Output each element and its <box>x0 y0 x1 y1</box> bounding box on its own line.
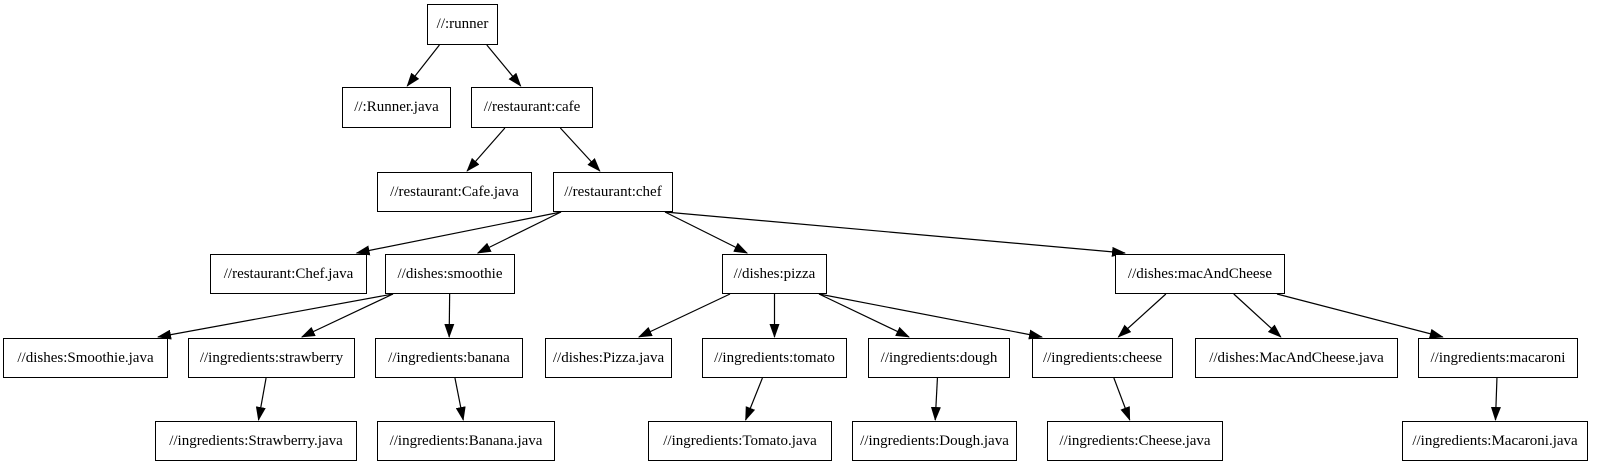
graph-node-macandcheese-java: //dishes:MacAndCheese.java <box>1195 338 1398 378</box>
graph-node-cafe-java: //restaurant:Cafe.java <box>377 172 532 212</box>
node-label-strawberry-java: //ingredients:Strawberry.java <box>169 432 343 449</box>
edge-chef-to-chef-java <box>355 211 562 256</box>
graph-node-runner: //:runner <box>427 4 498 45</box>
graph-node-cafe: //restaurant:cafe <box>471 87 593 128</box>
edge-cheese-to-cheese-java <box>1113 377 1131 421</box>
node-label-runner-java: //:Runner.java <box>354 99 439 115</box>
node-label-chef: //restaurant:chef <box>564 183 662 200</box>
node-label-chef-java: //restaurant:Chef.java <box>223 265 354 282</box>
graph-node-pizza-java: //dishes:Pizza.java <box>545 338 672 378</box>
node-label-smoothie: //dishes:smoothie <box>397 265 503 282</box>
graph-node-macaroni-java: //ingredients:Macaroni.java <box>1402 421 1588 461</box>
node-label-tomato-java: //ingredients:Tomato.java <box>663 432 817 449</box>
edge-strawberry-to-strawberry-java <box>255 377 267 421</box>
node-label-cheese: //ingredients:cheese <box>1042 349 1163 366</box>
graph-node-dough-java: //ingredients:Dough.java <box>852 421 1017 461</box>
node-label-runner: //:runner <box>436 16 489 32</box>
edge-macandcheese-to-macandcheese-java <box>1233 293 1282 338</box>
edge-macandcheese-to-cheese <box>1117 293 1167 338</box>
edge-banana-to-banana-java <box>454 377 466 421</box>
node-label-macandcheese-java: //dishes:MacAndCheese.java <box>1209 349 1384 366</box>
graph-node-chef-java: //restaurant:Chef.java <box>210 254 367 294</box>
node-label-macaroni-java: //ingredients:Macaroni.java <box>1412 432 1578 449</box>
node-label-banana-java: //ingredients:Banana.java <box>389 432 543 449</box>
node-label-pizza-java: //dishes:Pizza.java <box>552 349 665 366</box>
edge-runner-to-runner-java <box>406 44 440 87</box>
graph-node-tomato: //ingredients:tomato <box>702 338 847 378</box>
graph-node-strawberry-java: //ingredients:Strawberry.java <box>155 421 357 461</box>
graph-node-runner-java: //:Runner.java <box>342 87 451 128</box>
graph-node-cheese: //ingredients:cheese <box>1032 338 1173 378</box>
graph-node-macaroni: //ingredients:macaroni <box>1418 338 1578 378</box>
graph-node-strawberry: //ingredients:strawberry <box>188 338 355 378</box>
edge-cafe-to-cafe-java <box>466 127 506 172</box>
node-label-strawberry: //ingredients:strawberry <box>199 349 344 366</box>
edge-cafe-to-chef <box>559 127 601 172</box>
graph-node-banana: //ingredients:banana <box>375 338 523 378</box>
graph-node-chef: //restaurant:chef <box>553 172 673 212</box>
edge-pizza-to-dough <box>818 293 910 338</box>
edge-chef-to-smoothie <box>476 211 562 254</box>
node-label-macandcheese: //dishes:macAndCheese <box>1127 265 1273 282</box>
graph-node-cheese-java: //ingredients:Cheese.java <box>1047 421 1223 461</box>
node-label-smoothie-java: //dishes:Smoothie.java <box>17 349 154 366</box>
graph-node-banana-java: //ingredients:Banana.java <box>377 421 555 461</box>
edge-runner-to-cafe <box>486 44 522 87</box>
node-label-macaroni: //ingredients:macaroni <box>1430 349 1566 366</box>
edge-macandcheese-to-macaroni <box>1276 293 1444 339</box>
node-label-pizza: //dishes:pizza <box>733 265 816 282</box>
node-label-tomato: //ingredients:tomato <box>714 349 835 366</box>
node-label-dough: //ingredients:dough <box>880 349 998 366</box>
edge-smoothie-to-strawberry <box>300 293 394 338</box>
node-label-cafe: //restaurant:cafe <box>483 99 581 115</box>
node-label-cheese-java: //ingredients:Cheese.java <box>1059 432 1211 449</box>
node-label-cafe-java: //restaurant:Cafe.java <box>390 183 519 200</box>
edge-pizza-to-cheese <box>818 293 1043 340</box>
edge-macaroni-to-macaroni-java <box>1490 377 1501 421</box>
edge-chef-to-pizza <box>664 211 749 254</box>
edge-chef-to-macandcheese <box>664 211 1126 257</box>
node-label-dough-java: //ingredients:Dough.java <box>860 432 1009 449</box>
node-label-banana: //ingredients:banana <box>388 349 510 366</box>
graph-node-dough: //ingredients:dough <box>868 338 1010 378</box>
graph-node-macandcheese: //dishes:macAndCheese <box>1115 254 1285 294</box>
edge-pizza-to-pizza-java <box>637 293 731 338</box>
edge-smoothie-to-smoothie-java <box>157 293 394 340</box>
graph-node-smoothie-java: //dishes:Smoothie.java <box>3 338 168 378</box>
graph-node-smoothie: //dishes:smoothie <box>385 254 515 294</box>
edge-dough-to-dough-java <box>930 377 941 421</box>
graph-node-tomato-java: //ingredients:Tomato.java <box>648 421 832 461</box>
edge-tomato-to-tomato-java <box>745 377 763 421</box>
graph-node-pizza: //dishes:pizza <box>722 254 827 294</box>
